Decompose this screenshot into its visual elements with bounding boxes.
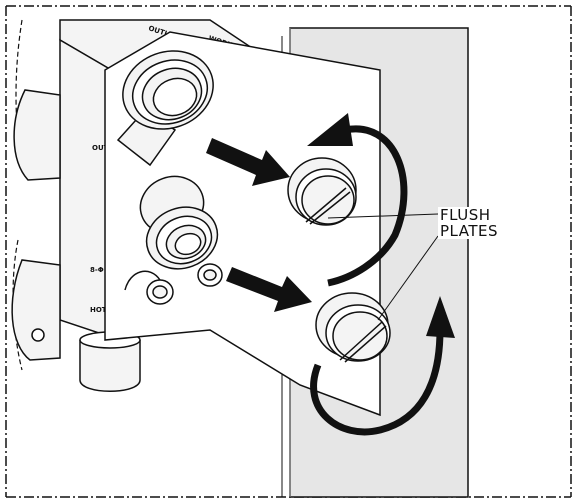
stamp-flow: 8-Φ xyxy=(90,266,104,274)
upper-outlet-port xyxy=(116,50,214,167)
border-frame xyxy=(5,5,572,498)
lower-outlet-port xyxy=(124,175,223,305)
lower-flush-plate xyxy=(315,292,391,363)
callout-label-line1: FLUSH xyxy=(438,206,493,224)
arrow-icon-lower xyxy=(226,267,312,312)
stamp-out-side: OUT xyxy=(92,144,109,152)
stamp-hot: HOT xyxy=(90,306,107,314)
callout-label-line2: PLATES xyxy=(438,222,501,240)
upper-flush-plate xyxy=(287,157,357,226)
arrow-icon xyxy=(206,138,290,186)
rotate-arrow-icon xyxy=(307,113,408,287)
leader-lines xyxy=(327,213,439,321)
rotate-arrow-icon-lower xyxy=(310,296,455,436)
